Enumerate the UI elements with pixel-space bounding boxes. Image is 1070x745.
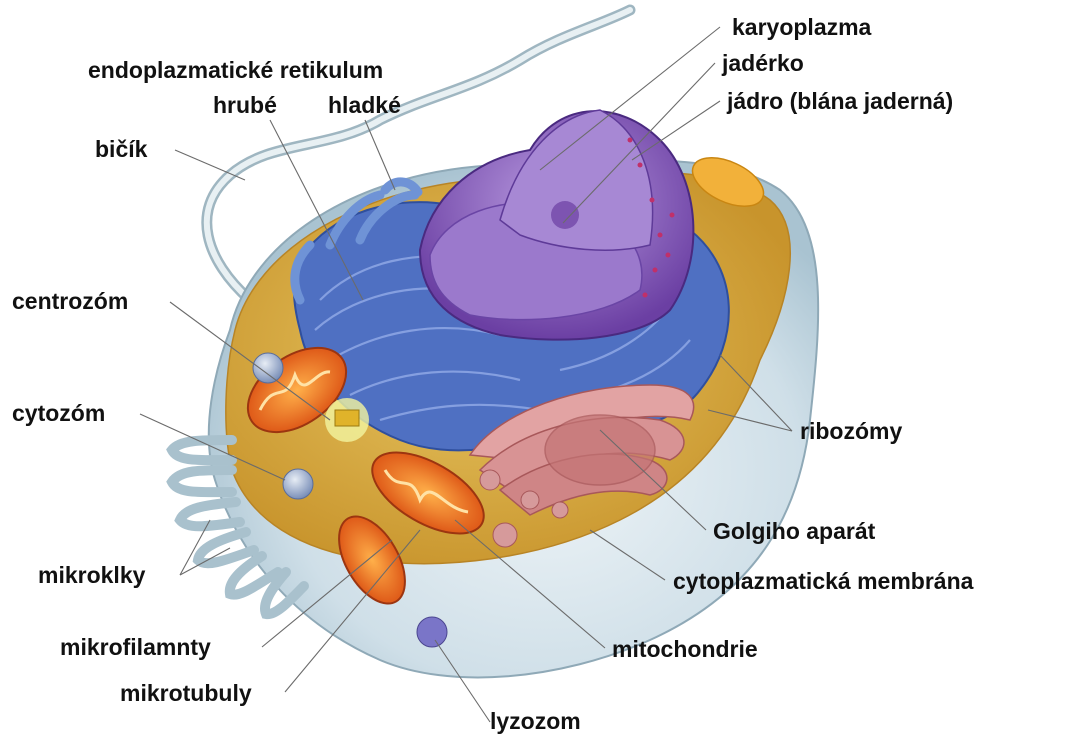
label-er-hladke: hladké — [328, 92, 401, 118]
label-jadro: jádro (blána jaderná) — [727, 88, 953, 114]
label-bicik: bičík — [95, 136, 147, 162]
label-mitochondrie: mitochondrie — [612, 636, 758, 662]
nucleolus-shape — [551, 201, 579, 229]
label-lyzozom: lyzozom — [490, 708, 581, 734]
label-mikrotubuly: mikrotubuly — [120, 680, 252, 706]
label-centrozom: centrozóm — [12, 288, 128, 314]
lysosome-shape — [417, 617, 447, 647]
label-golgi: Golgiho aparát — [713, 518, 875, 544]
cytosome-shape — [283, 469, 313, 499]
label-karyoplazma: karyoplazma — [732, 14, 871, 40]
vesicle-shape — [253, 353, 283, 383]
label-ribozomy: ribozómy — [800, 418, 902, 444]
centrosome-shape — [325, 398, 369, 442]
label-er-hrube: hrubé — [213, 92, 277, 118]
label-cytozom: cytozóm — [12, 400, 105, 426]
label-er: endoplazmatické retikulum — [88, 57, 383, 83]
label-jaderko: jadérko — [722, 50, 804, 76]
label-membrana: cytoplazmatická membrána — [673, 568, 973, 594]
label-mikrofilamnty: mikrofilamnty — [60, 634, 211, 660]
label-mikroklky: mikroklky — [38, 562, 145, 588]
